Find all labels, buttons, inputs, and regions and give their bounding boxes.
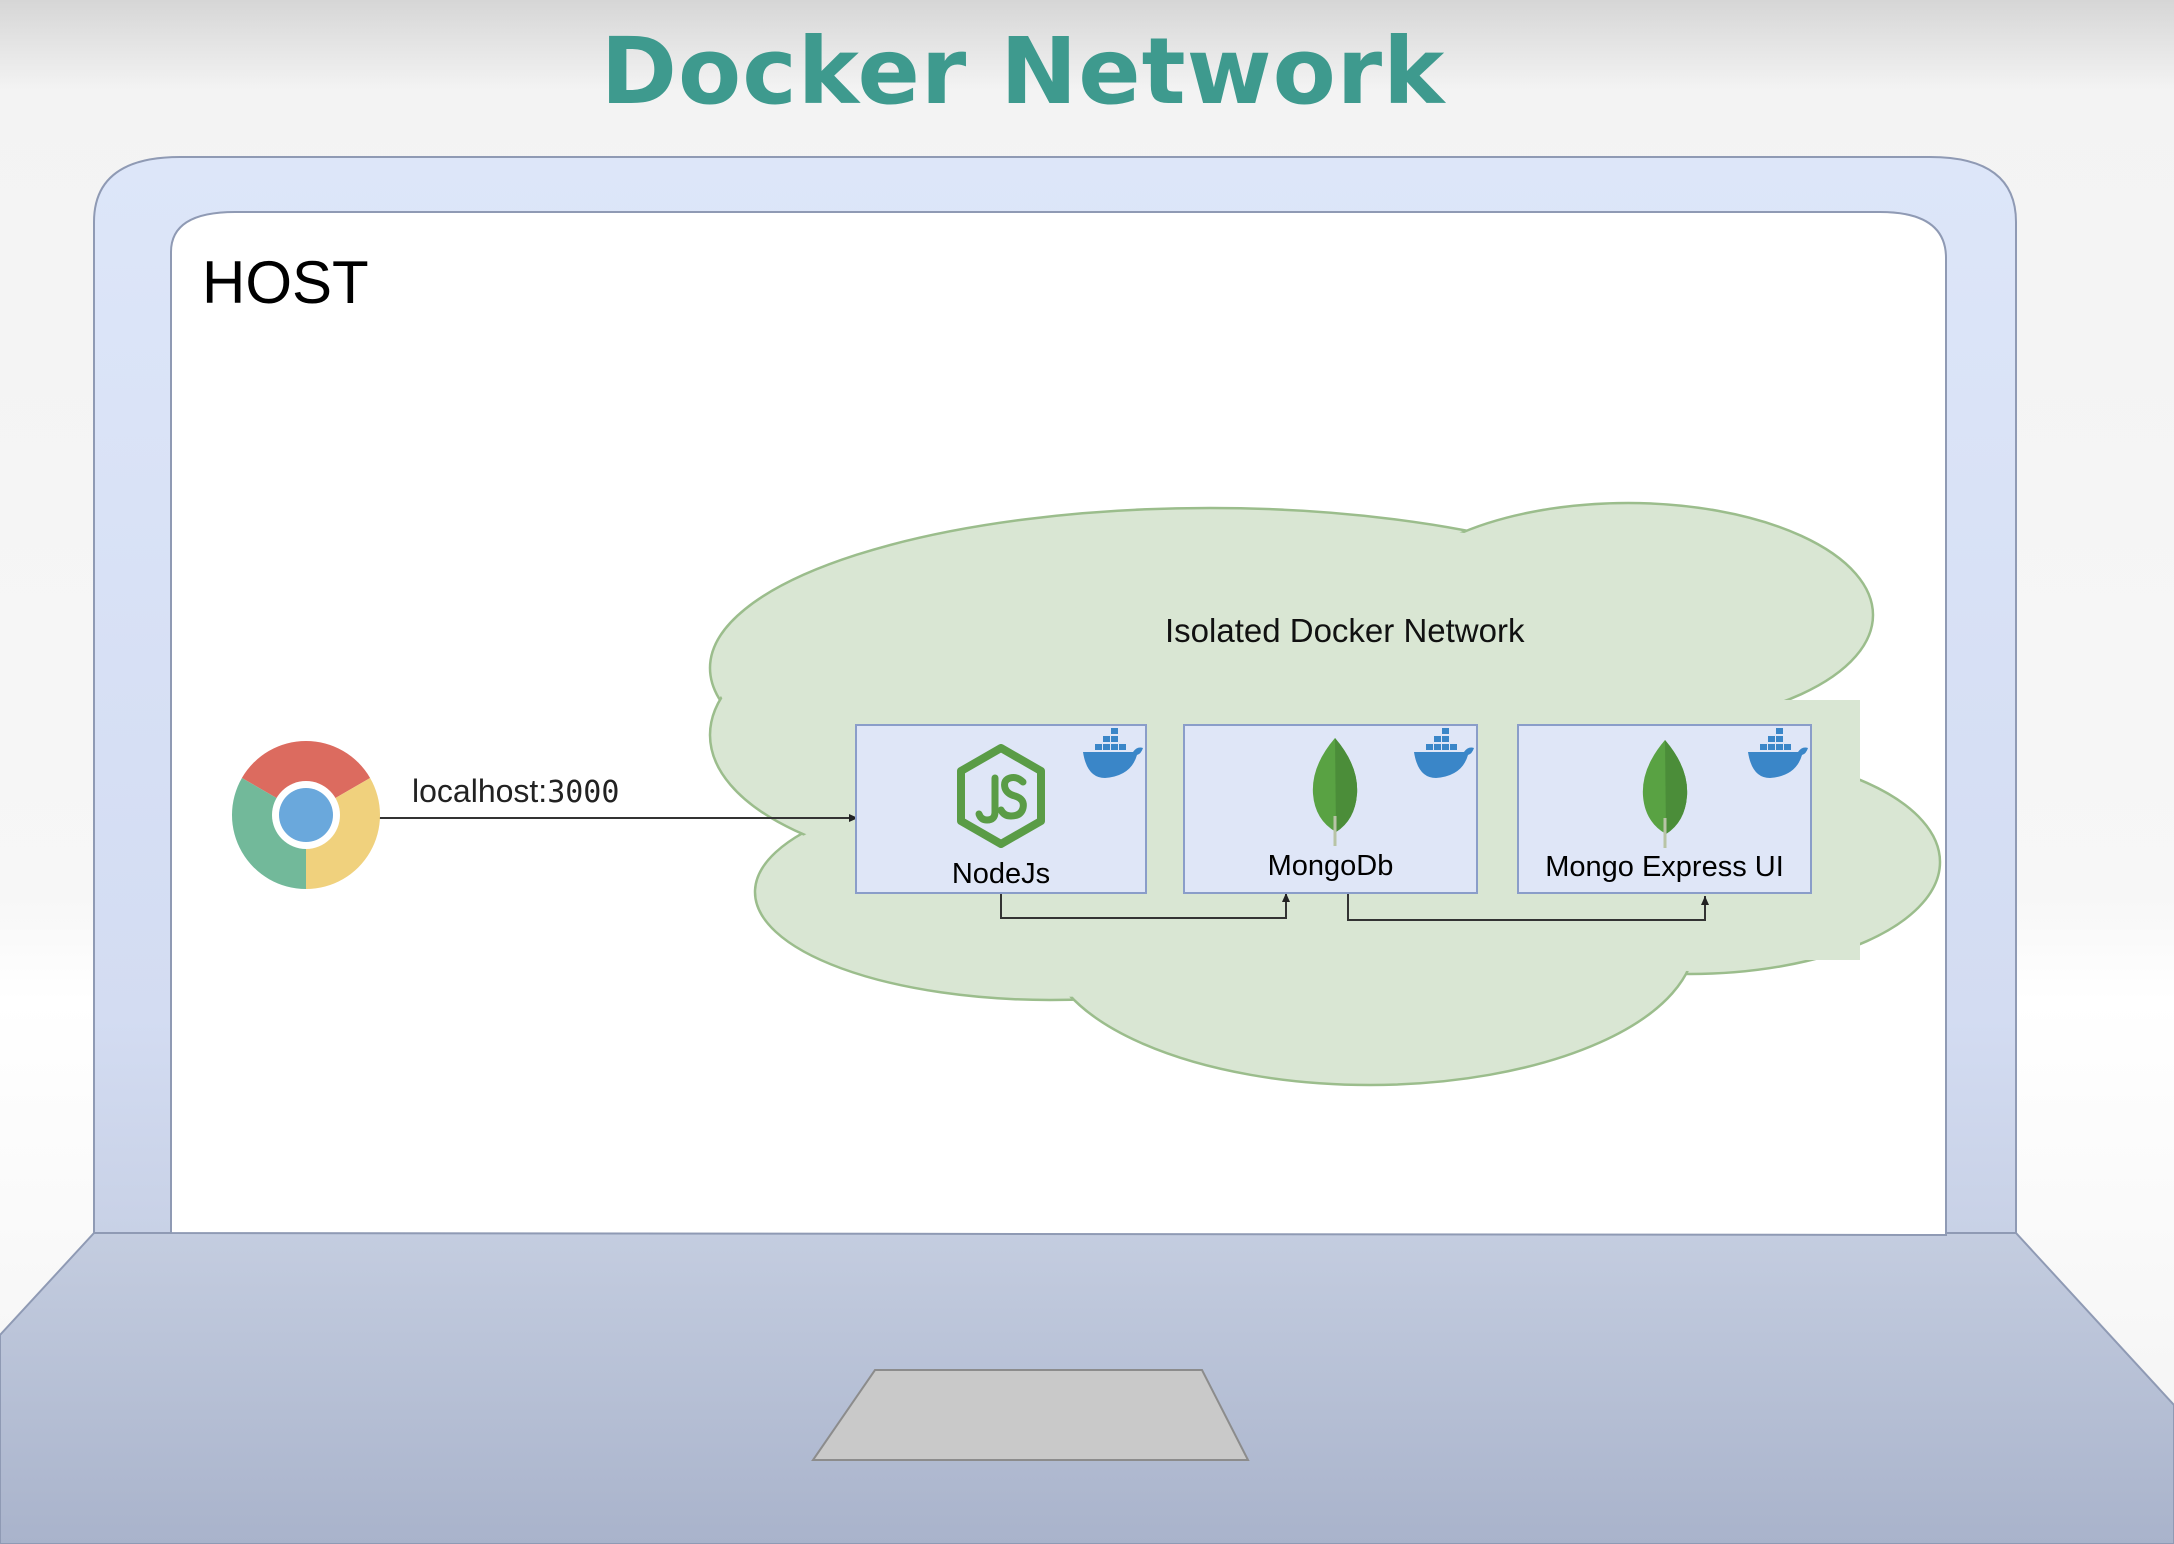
- mongodb-leaf-icon: [1642, 740, 1688, 848]
- docker-whale-icon: [1748, 728, 1808, 778]
- container-mongodb: MongoDb: [1183, 724, 1478, 894]
- mongodb-to-mongo-express-arrow: [1347, 894, 1709, 921]
- docker-whale-icon: [1083, 728, 1143, 778]
- link-port-text: 3000: [547, 775, 620, 810]
- container-label-mongodb: MongoDb: [1267, 850, 1394, 882]
- host-label: HOST: [202, 249, 369, 316]
- browser-link-label: localhost:3000: [412, 773, 619, 810]
- container-mongo-express: Mongo Express UI: [1517, 724, 1812, 894]
- link-host-text: localhost:: [412, 773, 548, 809]
- nodejs-to-mongodb-arrow: [1000, 893, 1290, 919]
- laptop-trackpad: [811, 1369, 1250, 1461]
- network-label: Isolated Docker Network: [1165, 612, 1525, 649]
- container-label-nodejs: NodeJs: [951, 858, 1051, 890]
- container-nodejs: NodeJs: [855, 724, 1147, 894]
- chrome-browser-icon: [231, 741, 381, 889]
- page-title: Docker Network: [600, 18, 1446, 125]
- container-label-mongo-express: Mongo Express UI: [1545, 851, 1784, 883]
- docker-whale-icon: [1414, 728, 1474, 778]
- nodejs-logo-icon: [957, 744, 1045, 848]
- mongodb-leaf-icon: [1312, 738, 1358, 846]
